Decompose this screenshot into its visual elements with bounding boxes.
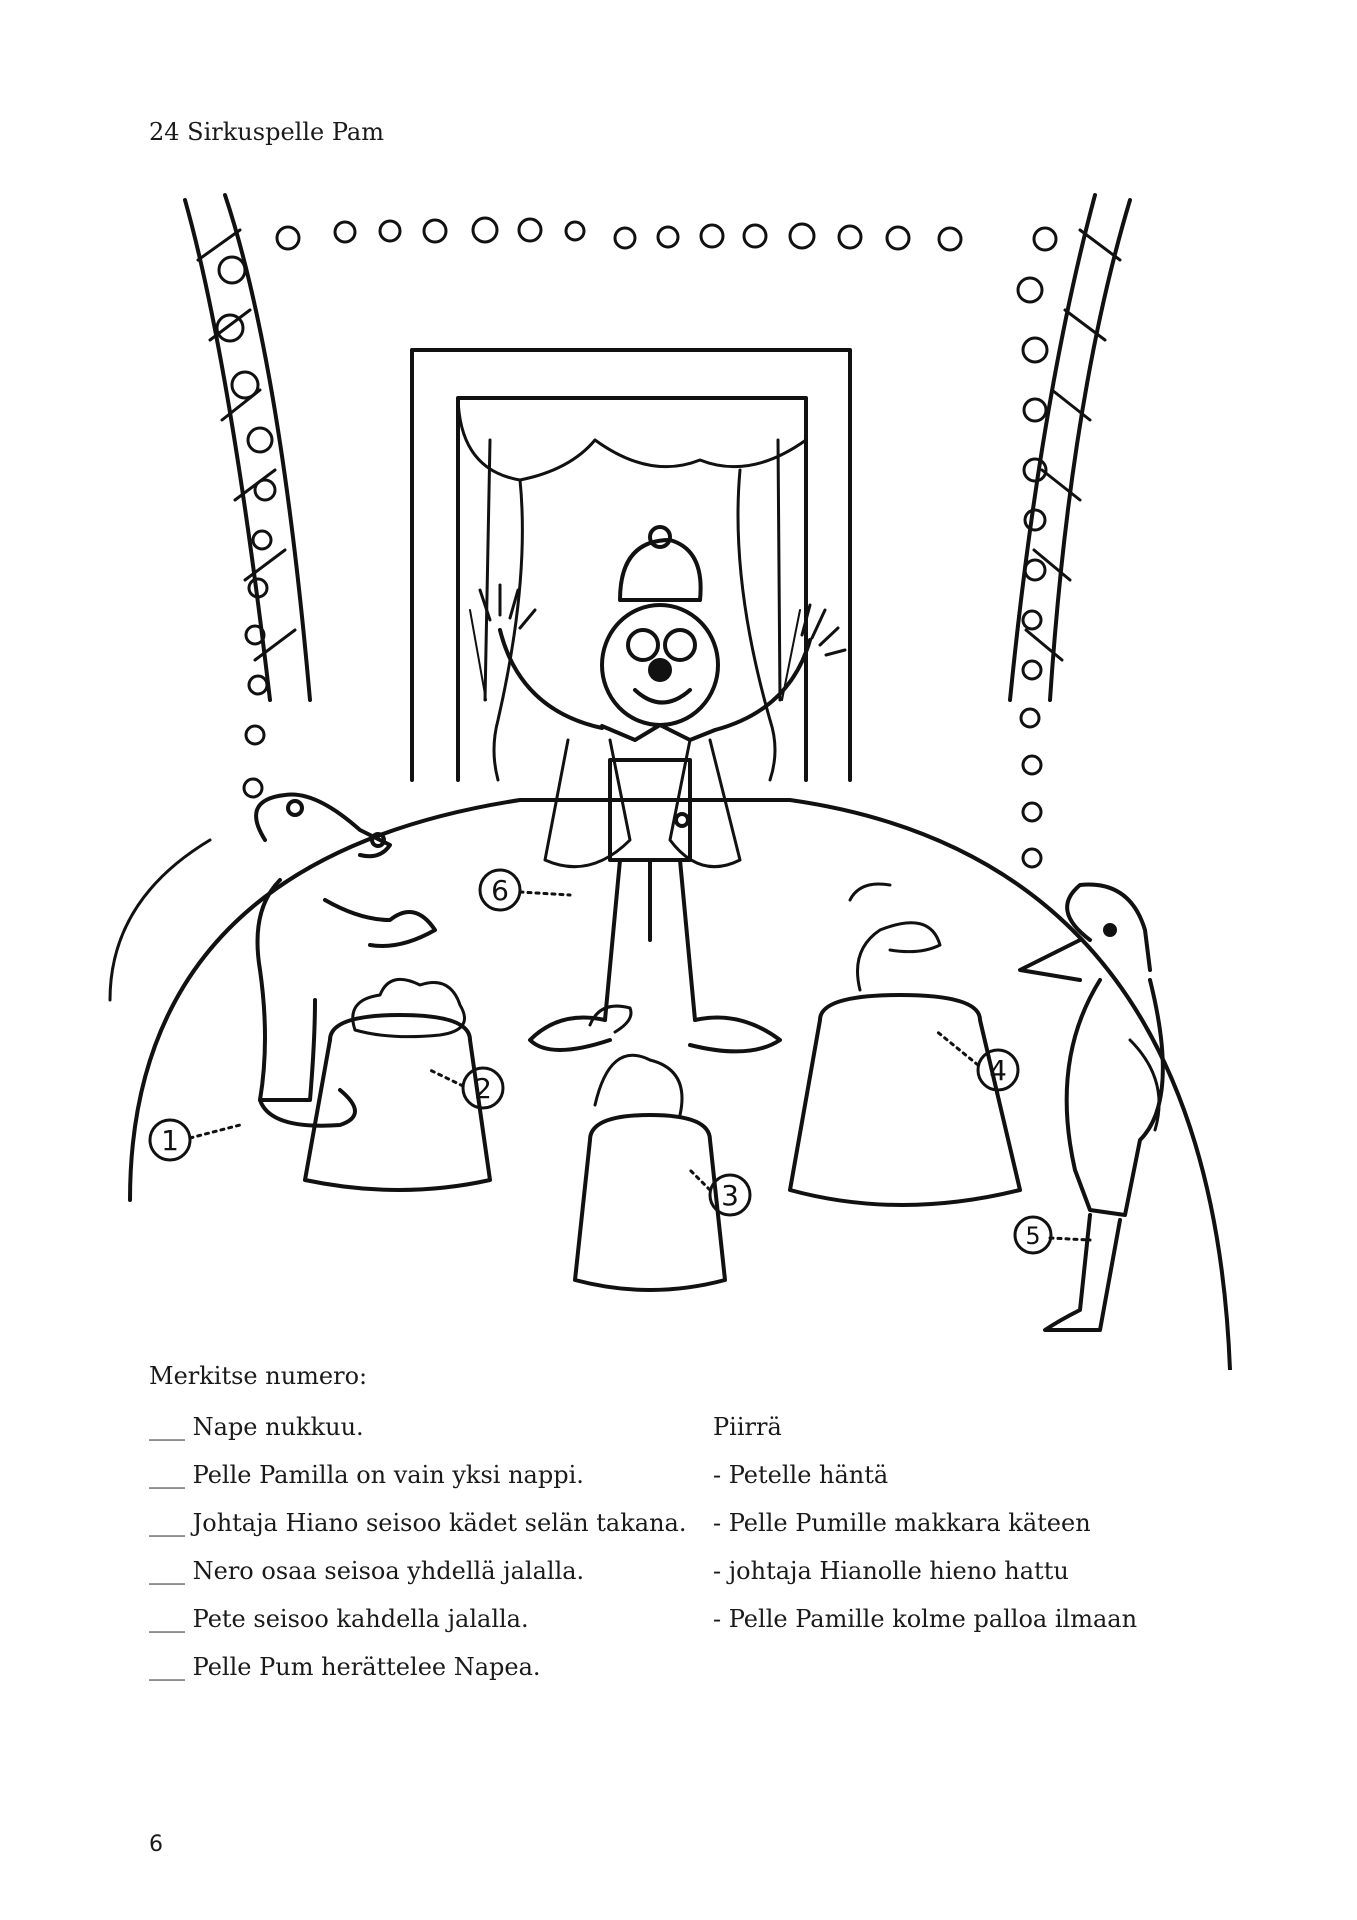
marker-1: 1 xyxy=(161,1124,179,1157)
task-list: ___ Nape nukkuu. ___ Pelle Pamilla on va… xyxy=(149,1410,686,1698)
page-title: 24 Sirkuspelle Pam xyxy=(149,118,384,146)
right-tent-pole xyxy=(1008,193,1132,702)
task-item[interactable]: ___ Pelle Pum herättelee Napea. xyxy=(149,1653,541,1681)
marker-3: 3 xyxy=(721,1179,739,1212)
page-number: 6 xyxy=(149,1832,163,1857)
task-item[interactable]: ___ Nape nukkuu. xyxy=(149,1413,364,1441)
task-instruction: Merkitse numero: xyxy=(149,1362,368,1390)
tub-4 xyxy=(788,882,1022,1207)
clown-pam xyxy=(478,525,847,1054)
tub-2 xyxy=(303,977,492,1192)
pete-bird xyxy=(1018,882,1165,1332)
marker-4: 4 xyxy=(989,1054,1007,1087)
task-item[interactable]: ___ Johtaja Hiano seisoo kädet selän tak… xyxy=(149,1509,687,1537)
draw-item: - Pelle Pumille makkara käteen xyxy=(713,1509,1091,1537)
tub-3 xyxy=(573,1004,727,1292)
task-item[interactable]: ___ Pete seisoo kahdella jalalla. xyxy=(149,1605,529,1633)
draw-item: - Pelle Pamille kolme palloa ilmaan xyxy=(713,1605,1138,1633)
left-tent-pole xyxy=(183,193,312,702)
marker-6: 6 xyxy=(491,874,509,907)
draw-item: - Petelle häntä xyxy=(713,1461,889,1489)
marker-5: 5 xyxy=(1025,1222,1040,1250)
curtain xyxy=(456,396,808,782)
draw-item: - johtaja Hianolle hieno hattu xyxy=(713,1557,1069,1585)
circus-illustration: 1 2 3 4 5 6 xyxy=(108,193,1232,1370)
circus-ring xyxy=(128,798,1232,1370)
draw-list: - Petelle häntä - Pelle Pumille makkara … xyxy=(713,1458,1137,1650)
arena-lights xyxy=(215,216,1058,869)
stage-door xyxy=(410,348,852,782)
task-item[interactable]: ___ Nero osaa seisoa yhdellä jalalla. xyxy=(149,1557,585,1585)
task-item[interactable]: ___ Pelle Pamilla on vain yksi nappi. xyxy=(149,1461,584,1489)
clown-pum xyxy=(254,792,437,1128)
draw-heading: Piirrä xyxy=(713,1413,782,1441)
number-markers xyxy=(148,868,1053,1255)
marker-2: 2 xyxy=(474,1072,492,1105)
